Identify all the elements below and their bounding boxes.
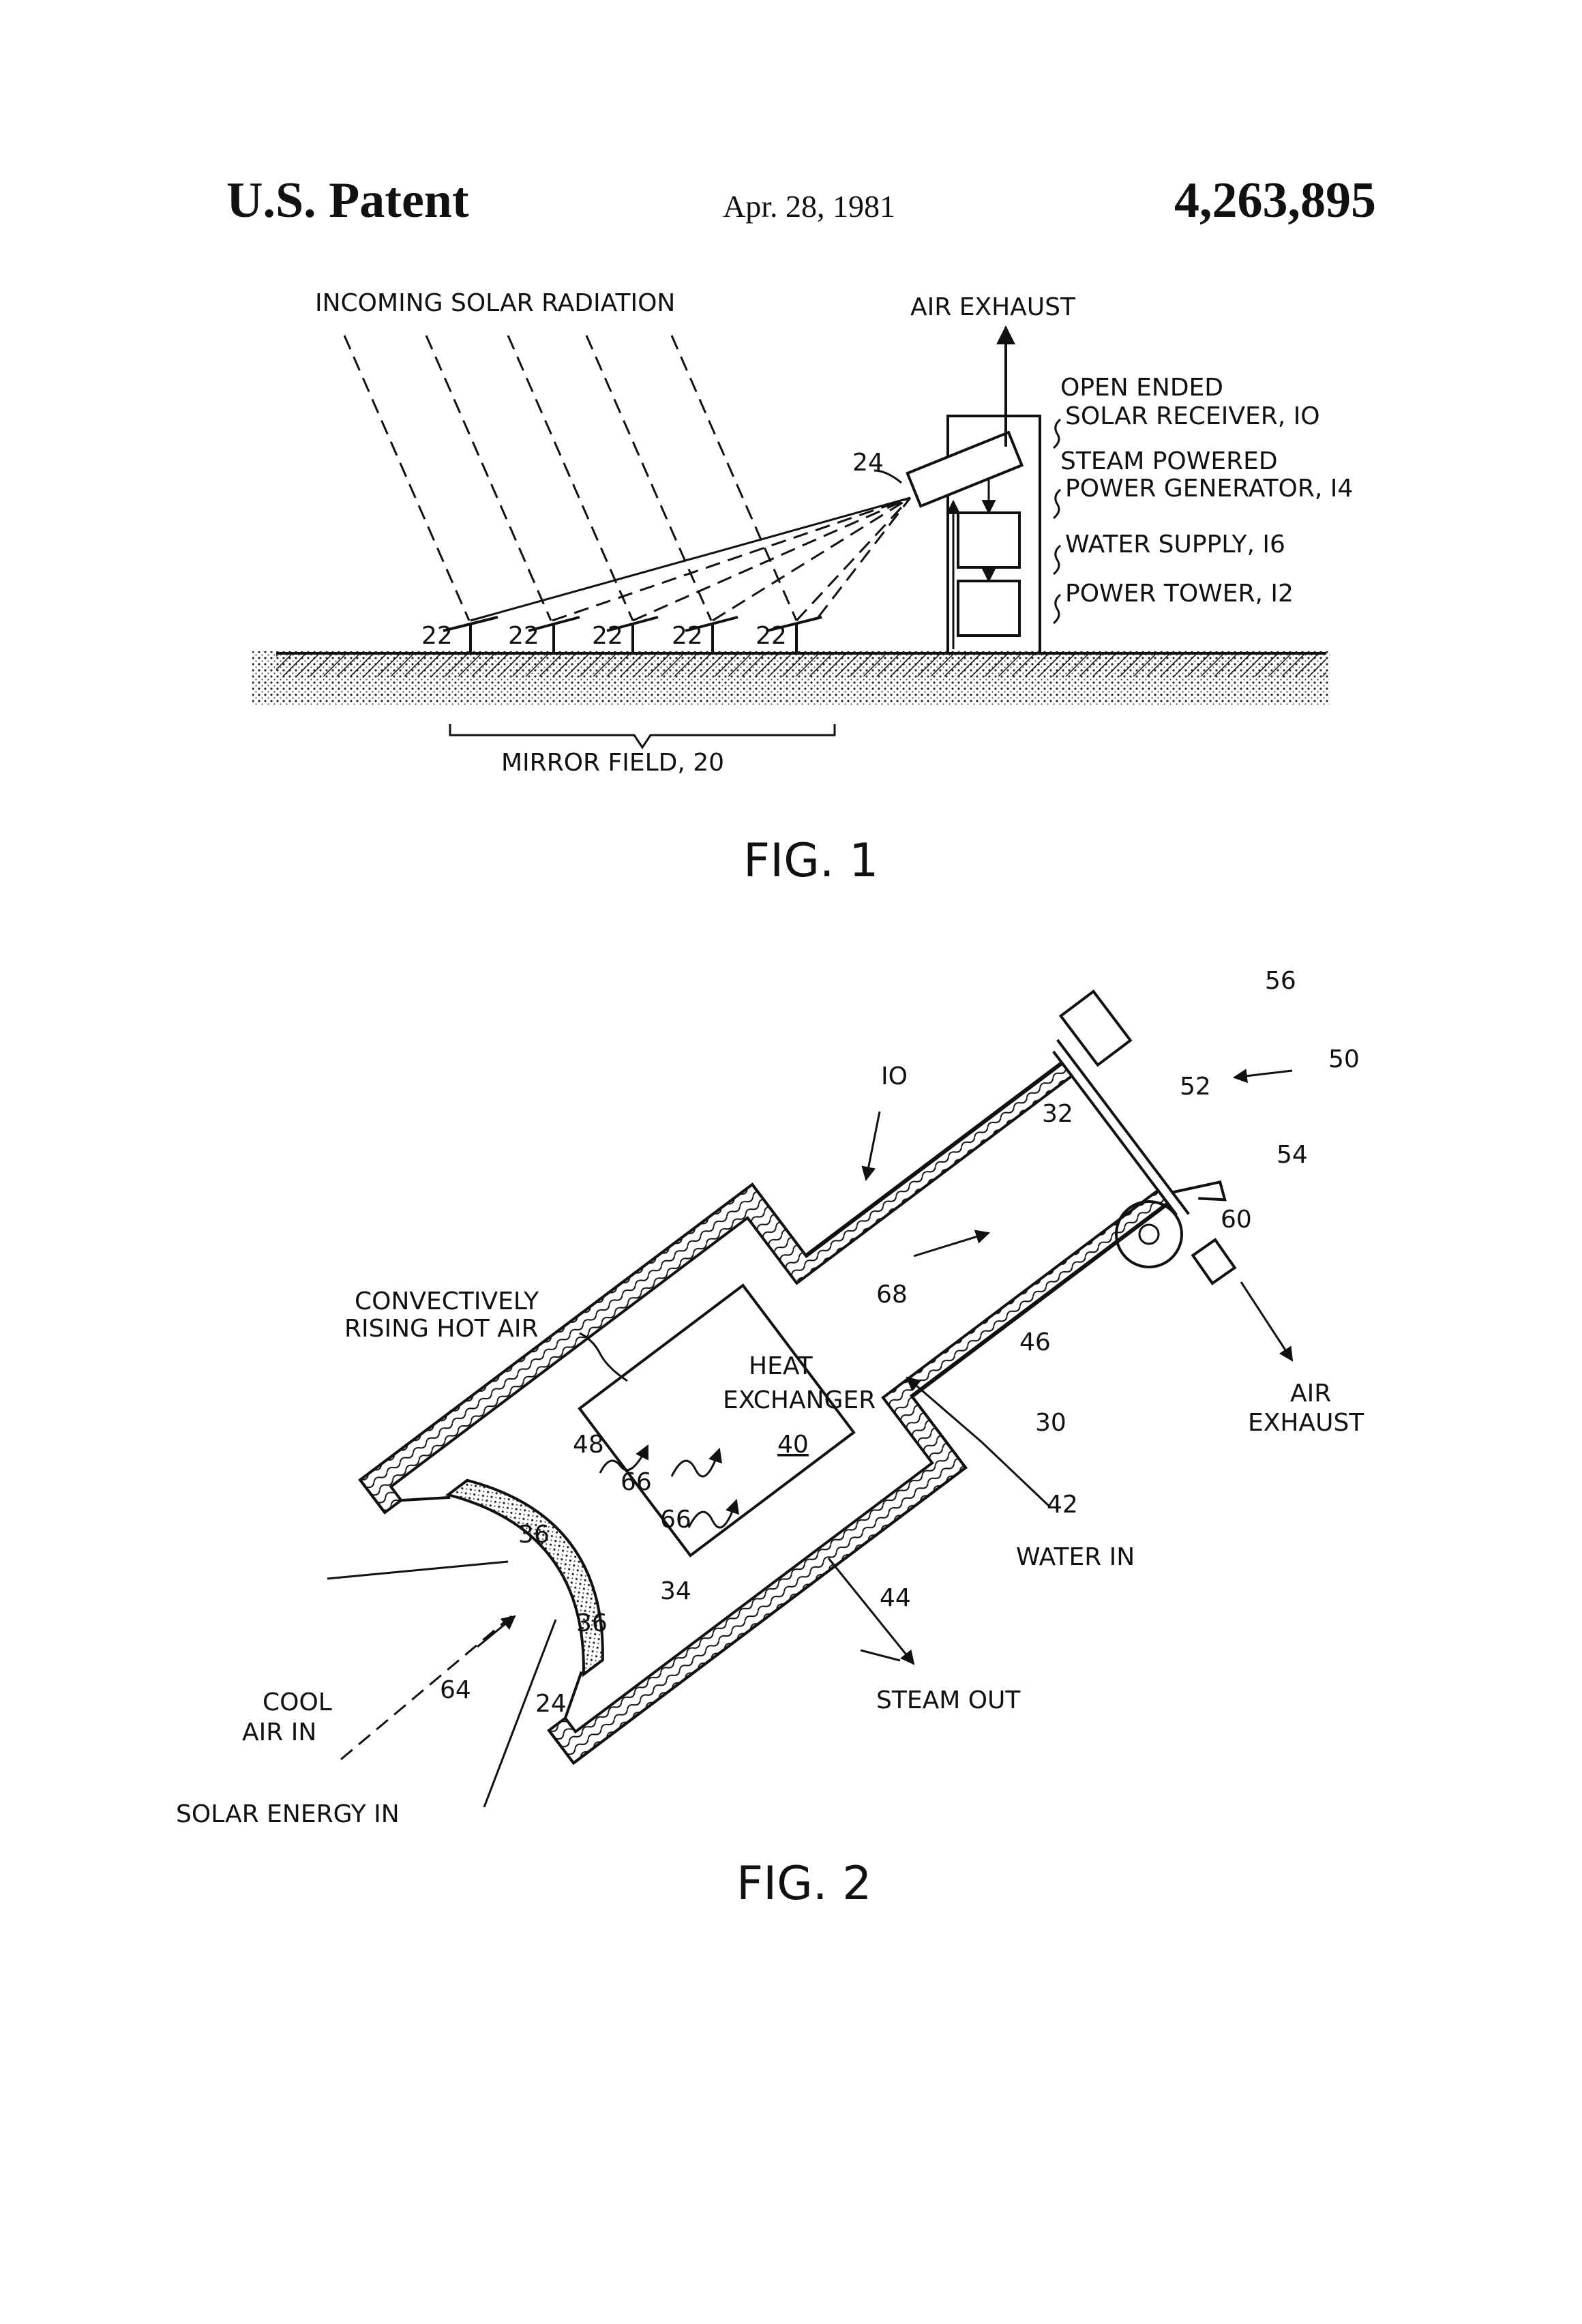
air-exhaust-arrow-2 [1241, 1282, 1292, 1360]
water-in-label: WATER IN [1016, 1543, 1135, 1571]
ground-hatch [276, 653, 1326, 676]
ref-60: 60 [1221, 1206, 1252, 1234]
flow-arrow-68 [914, 1233, 989, 1256]
ref-10: IO [881, 1062, 908, 1090]
ref-48: 48 [573, 1431, 604, 1459]
reflected-rays [471, 498, 910, 621]
actuator-56 [1061, 992, 1131, 1065]
water-supply-box [958, 581, 1019, 636]
ref-44: 44 [880, 1584, 911, 1612]
ref-22-label-1: 22 [421, 622, 453, 650]
ref-22-label-4: 22 [672, 622, 703, 650]
convectively-label: CONVECTIVELY [355, 1287, 539, 1315]
ref-46: 46 [1019, 1328, 1051, 1356]
exchanger-label: EXCHANGER [723, 1386, 876, 1414]
rising-hot-air-label: RISING HOT AIR [344, 1315, 538, 1343]
mirror-field-label: MIRROR FIELD, 20 [501, 749, 724, 777]
ref-22-label-2: 22 [508, 622, 539, 650]
ref-64: 64 [440, 1676, 471, 1704]
cool-label: COOL [263, 1688, 332, 1716]
solar-energy-in-label: SOLAR ENERGY IN [176, 1800, 400, 1828]
power-tower-label: POWER TOWER, I2 [1065, 580, 1294, 608]
steam-powered-label: STEAM POWERED [1060, 447, 1278, 475]
ref-50: 50 [1328, 1045, 1360, 1073]
ref-40-label: 40 [777, 1431, 809, 1459]
air-label: AIR [1290, 1380, 1331, 1407]
fig2-caption: FIG. 2 [736, 1857, 871, 1911]
ref-24: 24 [535, 1690, 567, 1718]
ref-68: 68 [876, 1281, 908, 1309]
fig1-caption: FIG. 1 [743, 834, 878, 888]
patent-date: Apr. 28, 1981 [723, 189, 895, 224]
ref-36b: 36 [576, 1609, 608, 1637]
ref-42: 42 [1047, 1491, 1078, 1519]
power-generator-label: POWER GENERATOR, I4 [1065, 475, 1353, 503]
heat-label: HEAT [749, 1352, 814, 1380]
patent-header-left: U.S. Patent [226, 173, 469, 228]
incoming-radiation-label: INCOMING SOLAR RADIATION [315, 289, 675, 317]
patent-number: 4,263,895 [1174, 173, 1376, 228]
ref-66b: 66 [660, 1506, 691, 1534]
solar-receiver-label: SOLAR RECEIVER, IO [1065, 402, 1320, 430]
ref-24-label: 24 [852, 449, 884, 477]
power-generator-box [958, 513, 1019, 567]
open-ended-label: OPEN ENDED [1060, 374, 1223, 402]
steam-out-label: STEAM OUT [876, 1686, 1021, 1714]
fig1-diagram: INCOMING SOLAR RADIATION AIR EXHAUST OPE… [252, 289, 1353, 888]
ref-10-arrow [866, 1112, 880, 1180]
mirror-field-brace [450, 724, 835, 747]
cool-air-in-line [341, 1616, 511, 1759]
ref-56: 56 [1265, 967, 1296, 995]
exhaust-label: EXHAUST [1248, 1409, 1364, 1437]
water-supply-label: WATER SUPPLY, I6 [1065, 531, 1285, 558]
ref-52: 52 [1180, 1073, 1211, 1101]
ref-66a: 66 [621, 1468, 652, 1496]
ref-54: 54 [1277, 1141, 1308, 1169]
ref-32: 32 [1042, 1100, 1073, 1128]
ref-22-label-5: 22 [756, 622, 787, 650]
water-in-line [982, 1442, 1050, 1507]
fig2-diagram: CONVECTIVELY RISING HOT AIR HEAT EXCHANG… [176, 951, 1364, 1911]
ref-30: 30 [1035, 1409, 1066, 1437]
air-exhaust-label: AIR EXHAUST [910, 293, 1076, 321]
ref-22-label-3: 22 [592, 622, 623, 650]
ref-36a: 36 [518, 1521, 550, 1549]
receiver-housing [360, 951, 1276, 1763]
air-in-label: AIR IN [242, 1718, 316, 1746]
ref-34: 34 [660, 1577, 691, 1605]
